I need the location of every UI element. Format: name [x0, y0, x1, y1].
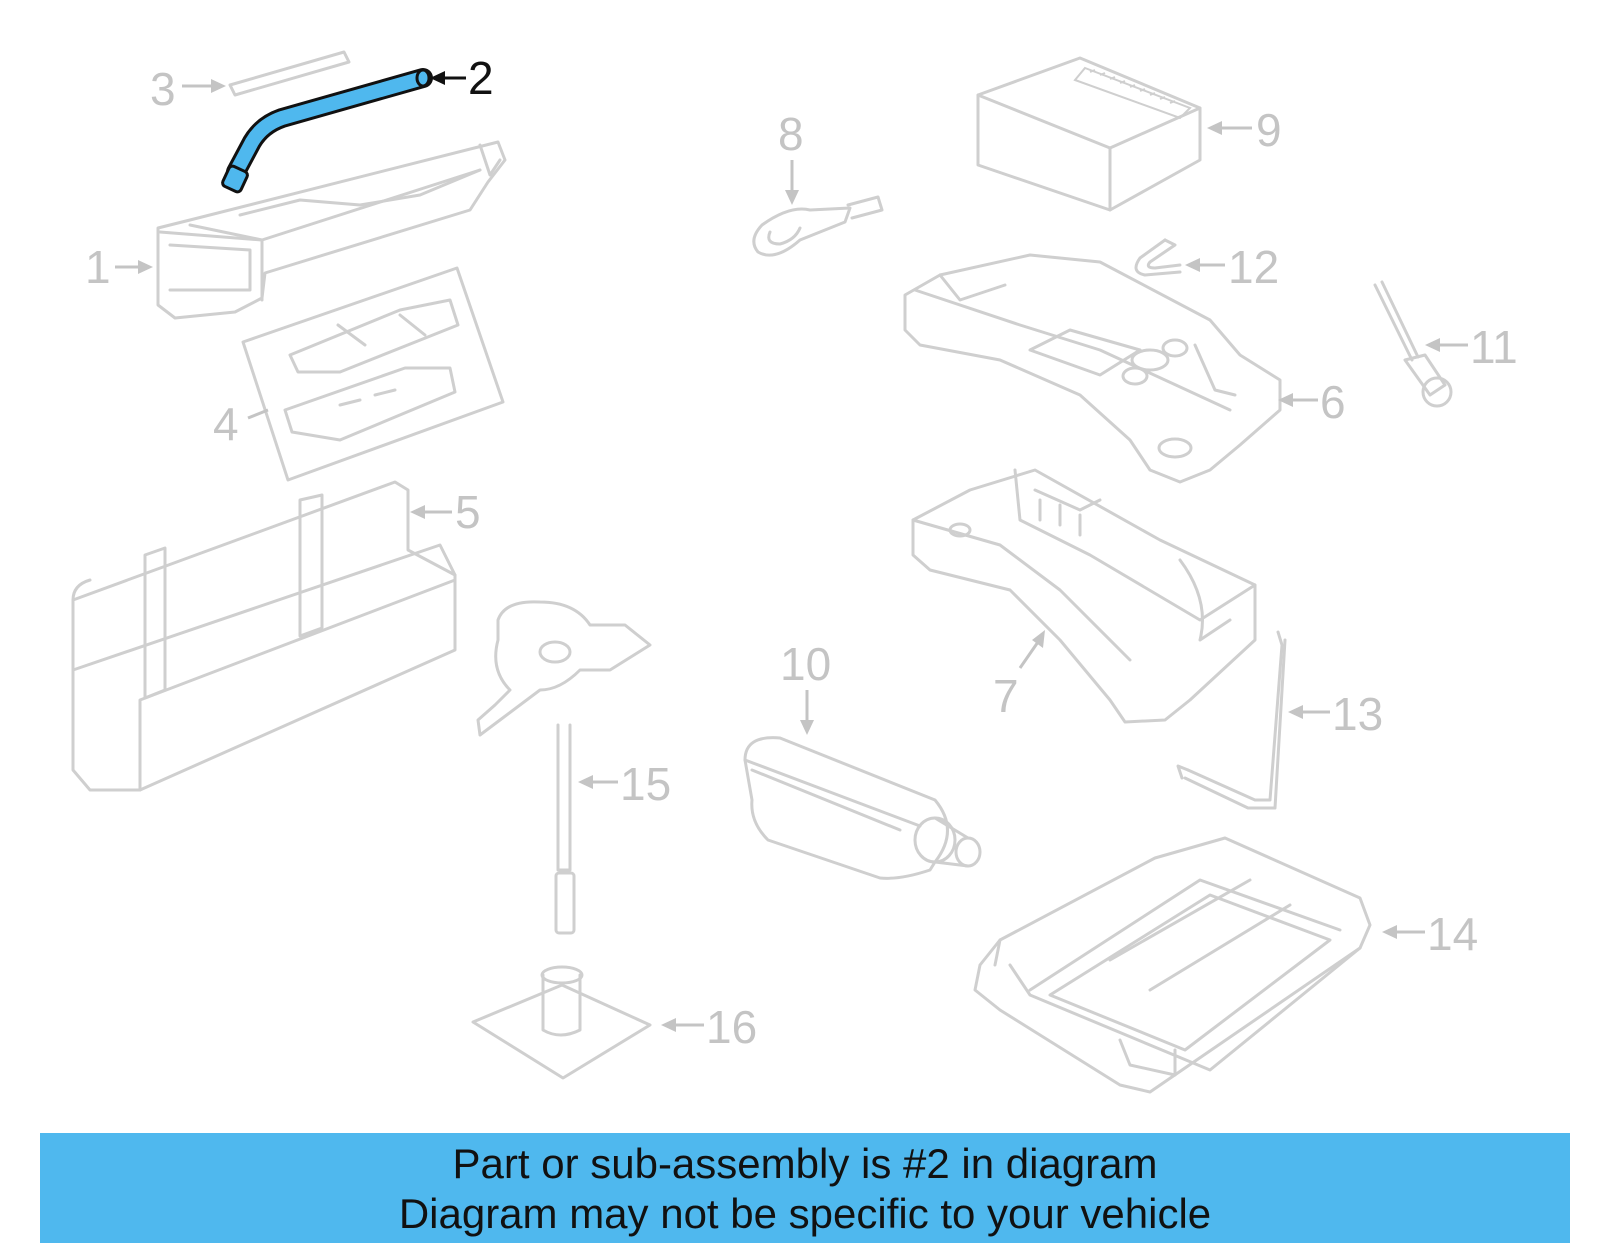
part-16-base-plate[interactable] [471, 965, 652, 1080]
callout-14: 14 [1382, 908, 1478, 960]
callout-label-3: 3 [150, 63, 176, 115]
callout-2: 2 [430, 52, 494, 104]
callout-6: 6 [1278, 376, 1346, 428]
callout-10: 10 [780, 638, 831, 735]
callout-label-14: 14 [1427, 908, 1478, 960]
banner-line-part-number: Part or sub-assembly is #2 in diagram [452, 1140, 1158, 1187]
callout-label-11: 11 [1470, 321, 1518, 373]
callout-label-16: 16 [706, 1001, 757, 1053]
callout-label-7: 7 [993, 670, 1019, 722]
part-12-clip[interactable] [1134, 238, 1182, 277]
callout-15: 15 [578, 758, 671, 810]
callout-4: 4 [213, 398, 269, 450]
part-4-pad-set[interactable] [241, 266, 505, 482]
callout-9: 9 [1207, 104, 1282, 156]
callout-label-5: 5 [455, 486, 481, 538]
callout-5: 5 [410, 486, 481, 538]
callout-label-6: 6 [1320, 376, 1346, 428]
part-15-jack-handle[interactable] [476, 600, 652, 935]
callout-label-8: 8 [778, 108, 804, 160]
callout-label-12: 12 [1228, 241, 1279, 293]
part-9-box[interactable] [976, 56, 1202, 212]
callout-3: 3 [150, 63, 226, 115]
info-banner: Part or sub-assembly is #2 in diagram Di… [40, 1133, 1570, 1243]
part-11-bolt[interactable] [1373, 280, 1453, 408]
callout-label-2: 2 [468, 52, 494, 104]
callout-11: 11 [1425, 321, 1518, 373]
callout-label-9: 9 [1256, 104, 1282, 156]
part-1-jack[interactable] [156, 140, 507, 320]
callout-8: 8 [778, 108, 804, 205]
callout-label-10: 10 [780, 638, 831, 690]
part-3-rod[interactable] [228, 50, 351, 97]
callout-7: 7 [993, 630, 1045, 722]
part-7-foam-tray[interactable] [911, 468, 1257, 724]
callout-12: 12 [1185, 241, 1279, 293]
part-10-cylinder[interactable] [743, 736, 982, 880]
part-5-tool-bag[interactable] [71, 480, 457, 792]
callout-16: 16 [661, 1001, 757, 1053]
callout-label-15: 15 [620, 758, 671, 810]
callout-13: 13 [1288, 688, 1383, 740]
part-8-tow-eye[interactable] [752, 195, 884, 257]
callout-label-1: 1 [85, 241, 111, 293]
callout-1: 1 [85, 241, 153, 293]
part-13-rod[interactable] [1176, 630, 1287, 810]
callout-label-13: 13 [1332, 688, 1383, 740]
banner-line-disclaimer: Diagram may not be specific to your vehi… [398, 1190, 1212, 1237]
part-14-storage-tray[interactable] [973, 836, 1372, 1094]
part-2-lug-wrench[interactable] [221, 68, 433, 194]
callout-label-4: 4 [213, 398, 239, 450]
part-6-upper-tray[interactable] [903, 253, 1282, 484]
